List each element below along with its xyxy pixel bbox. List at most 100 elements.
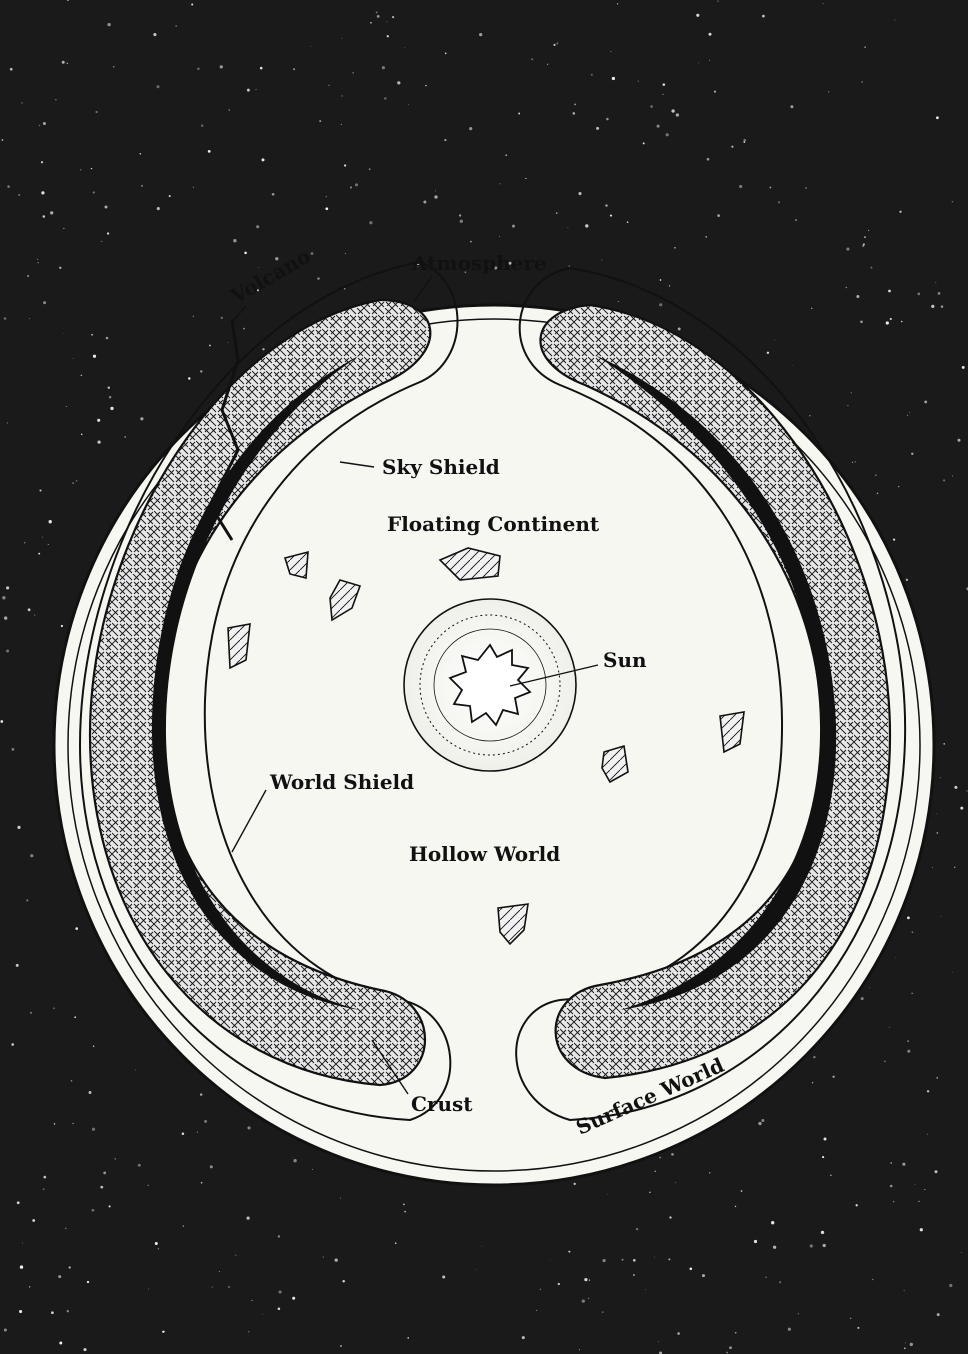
star xyxy=(369,221,372,224)
star xyxy=(39,489,41,491)
star xyxy=(200,370,202,372)
star xyxy=(37,262,38,263)
star xyxy=(80,169,81,170)
star xyxy=(961,1252,962,1253)
star xyxy=(58,1275,61,1278)
star xyxy=(67,62,69,64)
star xyxy=(666,133,669,136)
star xyxy=(739,185,742,188)
star xyxy=(228,1286,230,1288)
star xyxy=(601,260,602,261)
star xyxy=(767,352,769,354)
star xyxy=(109,1205,111,1207)
star xyxy=(638,81,639,82)
star xyxy=(705,236,707,238)
star xyxy=(10,68,13,71)
star xyxy=(434,195,437,198)
star xyxy=(91,334,93,336)
star xyxy=(735,1332,737,1334)
star xyxy=(602,1311,603,1312)
star xyxy=(32,1219,35,1222)
star xyxy=(952,201,954,203)
star xyxy=(43,301,46,304)
star xyxy=(247,1217,250,1220)
star xyxy=(765,1276,767,1278)
star xyxy=(608,1194,609,1195)
star xyxy=(92,1128,95,1131)
star xyxy=(851,392,852,393)
star xyxy=(72,1123,73,1124)
star xyxy=(643,142,645,144)
star xyxy=(915,1184,916,1185)
star xyxy=(258,267,259,268)
star xyxy=(193,187,194,188)
star xyxy=(6,650,9,653)
star xyxy=(911,453,913,455)
star xyxy=(662,94,663,95)
star xyxy=(481,1246,482,1247)
star xyxy=(209,345,211,347)
star xyxy=(812,1082,813,1083)
star xyxy=(941,305,944,308)
star xyxy=(875,474,877,476)
star xyxy=(292,1297,295,1300)
star xyxy=(38,553,40,555)
star xyxy=(936,813,937,814)
star xyxy=(663,83,666,86)
star xyxy=(709,33,712,36)
star xyxy=(148,1289,149,1290)
star xyxy=(341,124,342,125)
star xyxy=(18,194,20,196)
star xyxy=(59,1342,62,1345)
star xyxy=(404,1211,406,1213)
star xyxy=(657,125,660,128)
star xyxy=(17,826,20,829)
star xyxy=(813,1056,815,1058)
star xyxy=(16,964,19,967)
star xyxy=(902,1163,905,1166)
star xyxy=(805,187,807,189)
star xyxy=(856,1204,858,1206)
star xyxy=(157,207,160,210)
star xyxy=(605,204,607,206)
star xyxy=(790,105,793,108)
star xyxy=(370,22,372,24)
star xyxy=(220,65,223,68)
star xyxy=(110,407,113,410)
star xyxy=(155,1242,158,1245)
star xyxy=(870,267,872,269)
star xyxy=(709,1172,710,1173)
star xyxy=(65,1228,66,1229)
star xyxy=(938,292,941,295)
star xyxy=(140,417,143,420)
star xyxy=(659,1157,661,1159)
star xyxy=(558,1283,560,1285)
star xyxy=(387,35,389,37)
star xyxy=(219,1271,220,1272)
star xyxy=(512,225,515,228)
star xyxy=(792,365,793,366)
star xyxy=(325,207,328,210)
star xyxy=(11,1043,14,1046)
star xyxy=(235,1255,236,1256)
star xyxy=(444,139,446,141)
star xyxy=(107,232,109,234)
star xyxy=(39,125,40,126)
star xyxy=(505,154,507,156)
star xyxy=(262,158,265,161)
star xyxy=(850,1318,851,1319)
star xyxy=(671,1153,674,1156)
star xyxy=(709,60,710,61)
star xyxy=(72,482,73,483)
star xyxy=(403,1204,405,1206)
star xyxy=(918,1201,919,1202)
star xyxy=(606,118,609,121)
floating-continent-label: Floating Continent xyxy=(387,512,600,536)
star xyxy=(26,899,28,901)
star xyxy=(907,1040,909,1042)
star xyxy=(91,168,92,169)
star xyxy=(911,993,912,994)
star xyxy=(382,66,385,69)
